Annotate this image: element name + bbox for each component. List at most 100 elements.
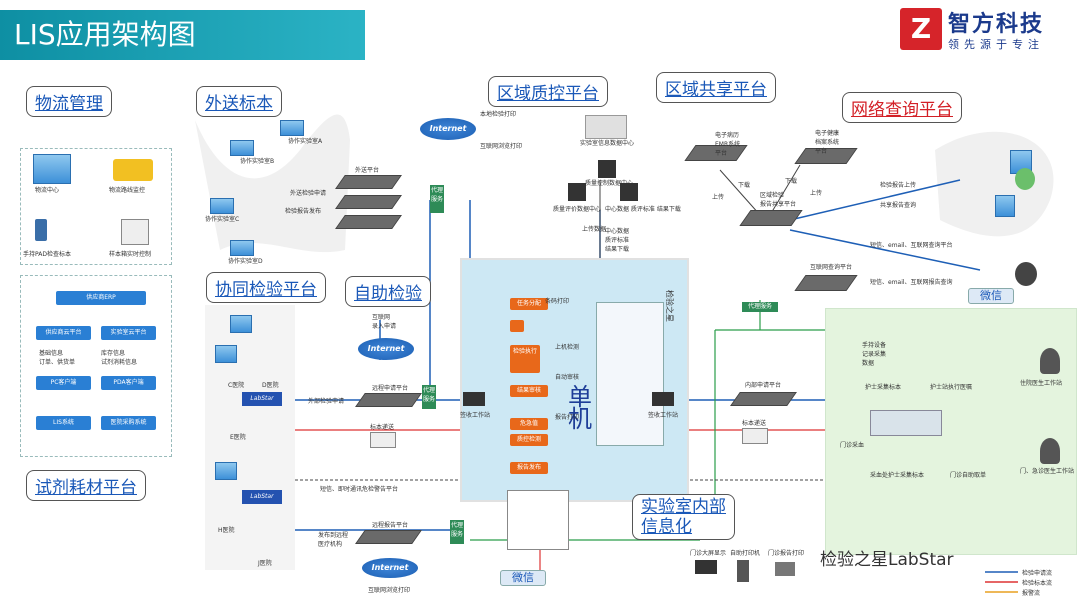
quality-data-server — [620, 183, 638, 201]
share-up2-label: 上传 — [810, 190, 823, 197]
lab-a-label: 协作实验室A — [288, 138, 323, 145]
logo-slogan: 领先源于专注 — [948, 38, 1044, 51]
outsource-platform-3 — [335, 215, 402, 229]
step-assign: 任务分配 — [510, 298, 548, 310]
step-review: 结果审核 — [510, 385, 548, 397]
reagent-info-left: 基础信息 订单、供货单 — [39, 350, 76, 366]
sample-box-label: 样本箱实时控制 — [109, 251, 152, 258]
right-item-emergency-doctor: 门、急诊医生工作站 — [1020, 468, 1075, 475]
collab-logo-1: LabStar — [242, 392, 282, 406]
pda-client: PDA客户端 — [101, 376, 156, 390]
hospital-f-icon — [215, 462, 237, 480]
right-item-nurse-collect: 护士采集标本 — [865, 384, 902, 391]
right-item-inpatient-doctor: 住院医生工作站 — [1020, 380, 1063, 387]
apply-platform — [355, 393, 422, 407]
collab-sample-box — [370, 432, 396, 448]
bottom-display-icon — [695, 560, 717, 574]
legend-apply: 检验申请流 — [1022, 570, 1053, 577]
bottom-printer: 自助打印机 — [730, 550, 761, 557]
sharing-callout: 区域共享平台 — [656, 72, 776, 103]
quality-item-2: 质量评价数据中心 — [553, 206, 602, 213]
logistics-center-label: 物流中心 — [35, 187, 60, 194]
logo-mark: Z — [900, 8, 942, 50]
right-sample-box — [742, 428, 768, 444]
share-up-label: 上传 — [712, 194, 725, 201]
outsource-agent: 代理服务 — [430, 185, 444, 213]
right-sample-label: 标本递送 — [742, 420, 767, 427]
internal-apply-label: 内部申请平台 — [745, 382, 782, 389]
emergency-doctor-icon — [1040, 438, 1060, 464]
device-run: 上机检测 — [555, 344, 580, 351]
pad-check-label: 手持PAD检查标本 — [23, 251, 71, 258]
nq-operator-icon — [1015, 262, 1037, 286]
bottom-report-print-icon — [775, 562, 795, 576]
emr-label: 电子病历 EMR系统 平台 — [715, 132, 741, 157]
report-platform-label: 远程报告平台 — [372, 522, 409, 529]
outsource-platform-2 — [335, 195, 402, 209]
device-barcode: 条码打印 — [545, 298, 570, 305]
center-big-char: 单 机 — [568, 383, 592, 433]
bottom-printer-icon — [737, 560, 749, 582]
quality-control-server — [598, 160, 616, 178]
logo-name: 智方科技 — [948, 12, 1045, 37]
left-station-label: 签收工作站 — [460, 412, 491, 419]
outsource-apply-label: 外送检验申请 — [290, 190, 327, 197]
supplier-cloud: 供应商云平台 — [36, 326, 91, 340]
internal-apply-platform — [730, 392, 797, 406]
hospital-area — [825, 308, 1077, 555]
device-print: 报告打印 — [555, 414, 580, 421]
quality-item-0: 实验室信息数据中心 — [580, 140, 635, 147]
right-station-label: 签收工作站 — [648, 412, 679, 419]
report-upload-label: 检验报告上传 — [880, 182, 917, 189]
nq-user-icon — [1015, 168, 1035, 190]
legend-sample: 检验标本流 — [1022, 580, 1053, 587]
outsource-report-label: 检验报告发布 — [285, 208, 322, 215]
reagent-panel: 供应商ERP 供应商云平台 实验室云平台 基础信息 订单、供货单 库存信息 试剂… — [20, 275, 172, 457]
reagent-info-right: 库存信息 试剂消耗信息 — [101, 350, 138, 366]
nq-platform-label: 互联网查询平台 — [810, 264, 853, 271]
nq-building-2 — [995, 195, 1015, 217]
route-monitor-label: 物流路线监控 — [109, 187, 146, 194]
report-platform — [355, 530, 422, 544]
nq-sms2-label: 短信、email、互联网报告查询 — [870, 279, 953, 286]
quality-download-label: 中心数据 质评标准 结果下载 — [605, 228, 630, 253]
collab-agent-2: 代理服务 — [450, 520, 464, 544]
hospital-c-label: C医院 — [228, 382, 245, 389]
nq-sms-label: 短信、email、互联网查询平台 — [870, 242, 953, 249]
collab-sms-label: 短信、即时通讯危检警告平台 — [320, 486, 399, 493]
apply-platform-label: 远程申请平台 — [372, 385, 409, 392]
outsource-platform-1 — [335, 175, 402, 189]
network-query-callout: 网络查询平台 — [842, 92, 962, 123]
right-station-pc — [652, 392, 674, 406]
lab-d-icon — [230, 240, 254, 256]
collab-callout: 协同检验平台 — [206, 272, 326, 303]
bottom-display: 门诊大屏显示 — [690, 550, 727, 557]
right-item-handheld: 手持设备 记录采集 数据 — [862, 342, 887, 367]
report-line-label: 发布到远程 医疗机构 — [318, 532, 349, 548]
sample-box-icon — [121, 219, 149, 245]
supplier-erp: 供应商ERP — [56, 291, 146, 305]
step-critical: 危急值 — [510, 418, 548, 430]
device-auto-review: 自动审核 — [555, 374, 580, 381]
ehr-label: 电子健康 档案系统 平台 — [815, 130, 840, 155]
logistics-callout: 物流管理 — [26, 86, 112, 117]
hospital-e-label: E医院 — [230, 434, 246, 441]
right-agent: 代理服务 — [742, 302, 778, 312]
center-instrument-panel — [596, 302, 664, 446]
bottom-report-print: 门诊报告打印 — [768, 550, 805, 557]
hospital-a-icon — [230, 315, 252, 333]
share-label: 区域检验 报告共享平台 — [760, 192, 797, 208]
watermark: 检验之星LabStar — [820, 550, 954, 570]
apply-line-label: 外部检验申请 — [308, 398, 345, 405]
collab-agent-1: 代理服务 — [422, 385, 436, 409]
lab-a-icon — [280, 120, 304, 136]
collab-sample-label: 标本递送 — [370, 424, 395, 431]
left-station-pc — [463, 392, 485, 406]
share-down2-label: 下载 — [785, 178, 798, 185]
hospital-b-icon — [215, 345, 237, 363]
collab-logo-2: LabStar — [242, 490, 282, 504]
selfservice-internet-icon: Internet — [358, 338, 414, 360]
internet-top-icon: Internet — [420, 118, 476, 140]
inpatient-doctor-icon — [1040, 348, 1060, 374]
quality-upload-label: 上传数据 — [582, 226, 607, 233]
